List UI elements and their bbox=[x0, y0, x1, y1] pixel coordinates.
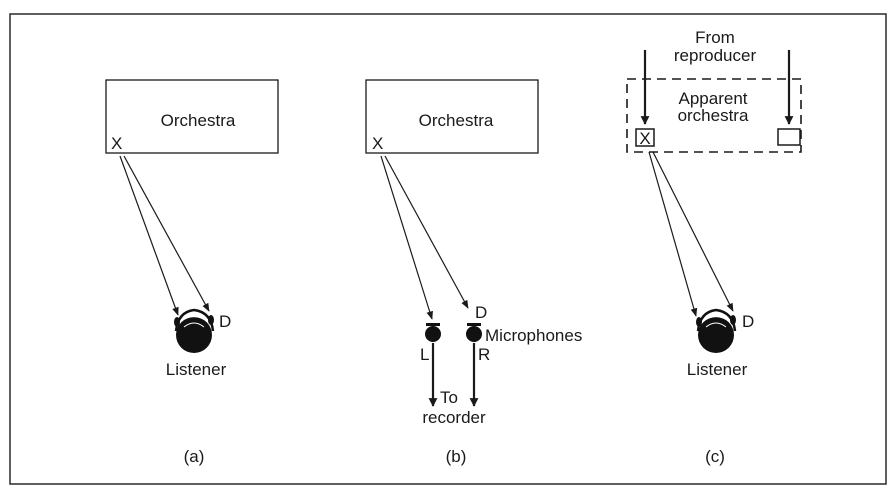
mic-l-label: L bbox=[420, 345, 429, 364]
caption-a: (a) bbox=[184, 447, 205, 466]
mic-r-label: R bbox=[478, 345, 490, 364]
orchestra-label-a: Orchestra bbox=[161, 111, 236, 130]
ear-d-label-c: D bbox=[742, 312, 754, 331]
to-label: To bbox=[440, 388, 458, 407]
caption-b: (b) bbox=[446, 447, 467, 466]
listener-label-c: Listener bbox=[687, 360, 748, 379]
orchestra-box-b bbox=[365, 79, 539, 154]
figure-frame bbox=[9, 13, 887, 485]
caption-c: (c) bbox=[705, 447, 725, 466]
panel-b: Orchestra X D Microphones L R To recorde… bbox=[365, 79, 582, 466]
apparent-orchestra-box bbox=[626, 78, 802, 153]
sound-path-left-ear-a bbox=[119, 155, 179, 316]
speaker-right bbox=[777, 128, 801, 146]
ear-d-label-a: D bbox=[219, 312, 231, 331]
sound-path-right-mic-b bbox=[384, 155, 469, 309]
source-x-label-c: X bbox=[639, 129, 650, 148]
source-x-label-b: X bbox=[372, 134, 383, 153]
sound-path-right-ear-a bbox=[123, 155, 210, 312]
from-label: From bbox=[695, 28, 735, 47]
microphones-label: Microphones bbox=[485, 326, 582, 345]
microphone-right bbox=[466, 323, 482, 342]
sound-path-left-ear-c bbox=[648, 151, 698, 317]
panel-a: Orchestra X D Listener (a) bbox=[105, 79, 279, 466]
sound-path-left-mic-b bbox=[380, 155, 433, 320]
listener-head-a bbox=[174, 308, 215, 353]
recorder-label: recorder bbox=[422, 408, 486, 427]
listener-label-a: Listener bbox=[166, 360, 227, 379]
reproducer-label: reproducer bbox=[674, 46, 757, 65]
mic-d-label-b: D bbox=[475, 303, 487, 322]
panel-c: From reproducer Apparent orchestra X D L… bbox=[626, 28, 802, 466]
source-x-label-a: X bbox=[111, 134, 122, 153]
apparent-label: Apparent bbox=[679, 89, 748, 108]
sound-path-right-ear-c bbox=[652, 151, 734, 312]
microphone-left bbox=[425, 323, 441, 342]
orchestra-box-a bbox=[105, 79, 279, 154]
listener-head-c bbox=[696, 308, 737, 353]
speaker-left bbox=[635, 128, 655, 147]
orchestra-label-b: Orchestra bbox=[419, 111, 494, 130]
orchestra-label-c: orchestra bbox=[678, 106, 749, 125]
